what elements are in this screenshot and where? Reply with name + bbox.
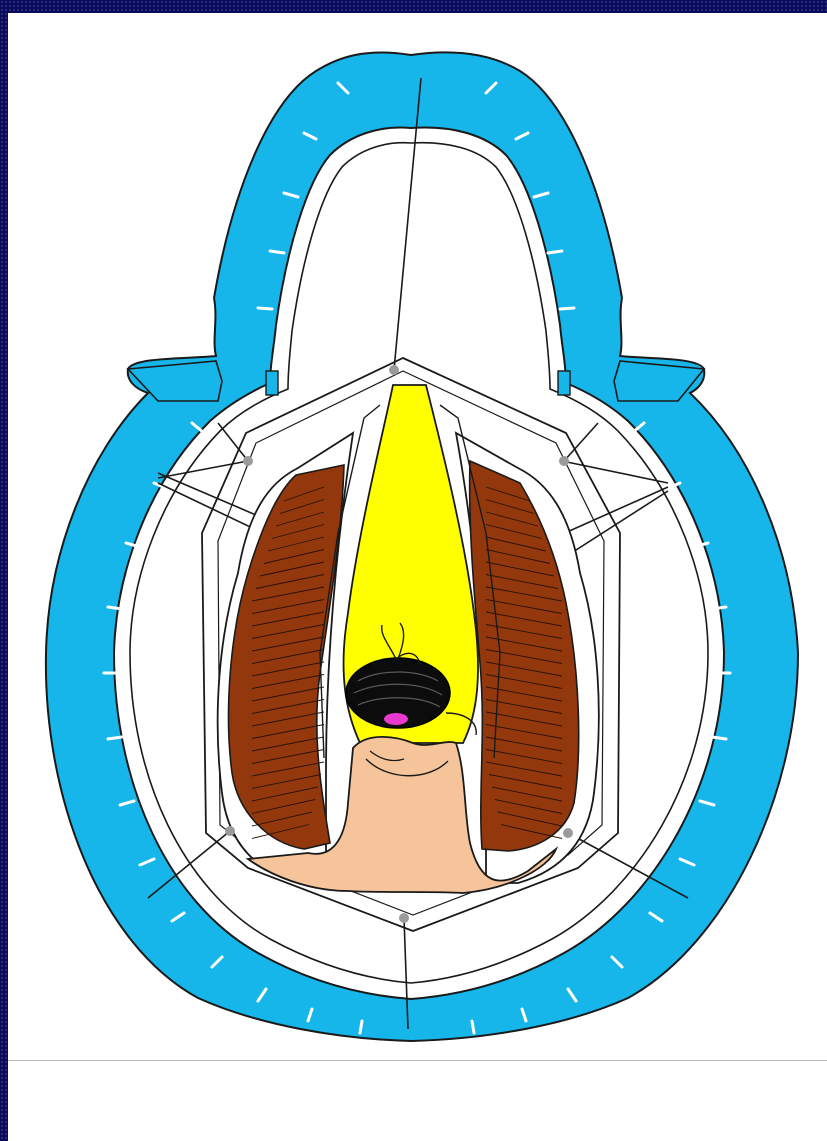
pin-bottom — [399, 913, 409, 923]
left-wing-tab — [128, 361, 222, 401]
retractor-notch — [472, 1021, 474, 1033]
retractor-notch — [360, 1021, 362, 1033]
suture-right-hook — [564, 423, 598, 461]
pin-right-lower — [563, 828, 573, 838]
pin-right-upper — [559, 456, 569, 466]
retractor-notch — [548, 251, 562, 253]
retractor-notch — [712, 607, 726, 609]
slide-divider — [8, 1060, 827, 1061]
retractor-notch — [108, 737, 122, 739]
slide-canvas — [8, 13, 827, 1141]
surgical-retractor-diagram — [8, 13, 827, 1141]
retractor-notch — [108, 607, 122, 609]
pin-left-lower — [225, 826, 235, 836]
retractor-notch — [270, 251, 284, 253]
pin-left-upper — [243, 456, 253, 466]
pin-top — [389, 365, 399, 375]
suture-left-hook — [218, 423, 248, 461]
retractor-notch — [258, 308, 272, 309]
retractor-notch — [712, 737, 726, 739]
pink-spot — [384, 713, 408, 725]
right-hinge — [558, 371, 570, 395]
retractor-notch — [560, 308, 574, 309]
left-hinge — [266, 371, 278, 395]
